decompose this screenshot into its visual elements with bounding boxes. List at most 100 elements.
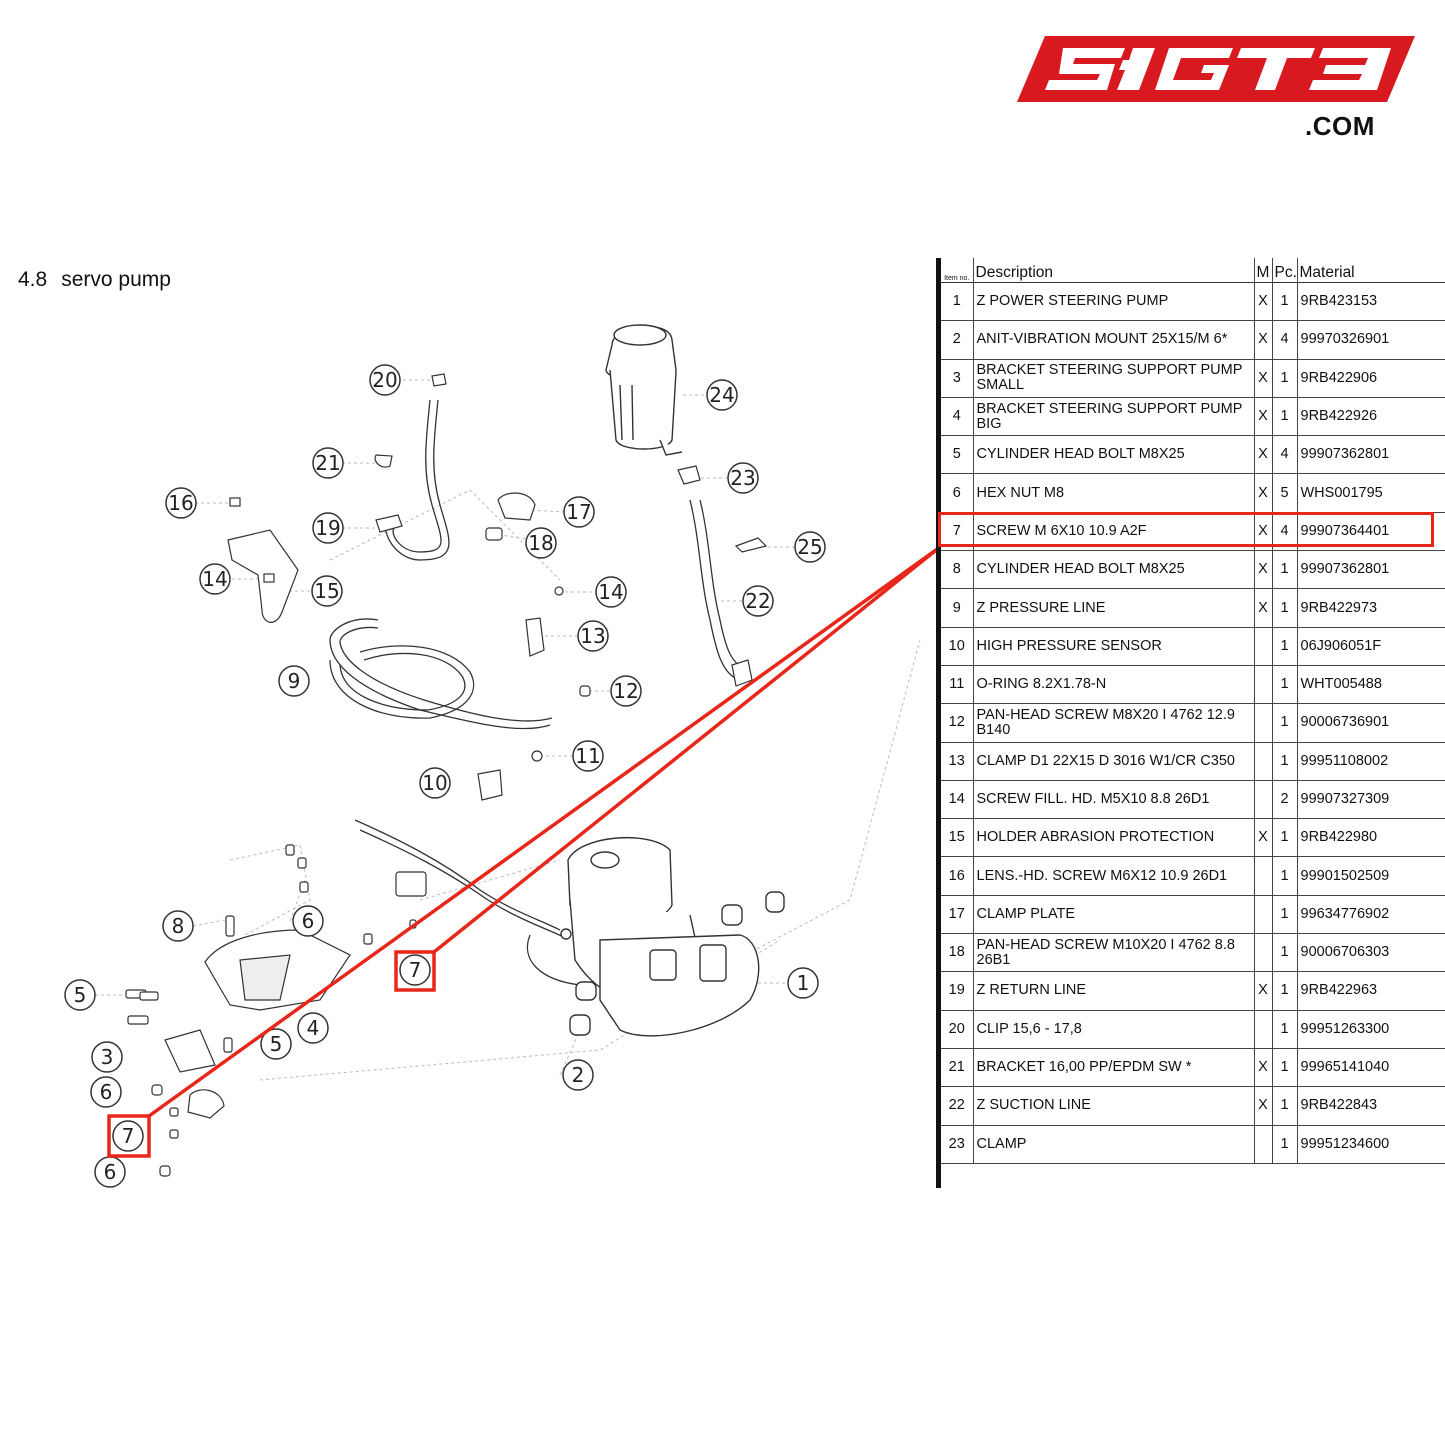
svg-text:1: 1: [797, 971, 810, 995]
table-header-row: Item no. Description M Pc. Material: [941, 258, 1445, 283]
cell-description: Z POWER STEERING PUMP: [973, 282, 1255, 322]
callout-6-upper: 6: [292, 905, 324, 937]
cell-material: 99951234600: [1297, 1125, 1445, 1164]
svg-text:5: 5: [74, 983, 87, 1007]
cell-pc: 1: [1272, 703, 1298, 743]
reservoir: [605, 324, 683, 456]
cell-material: 9RB422843: [1297, 1086, 1445, 1126]
cell-item-no: 22: [941, 1086, 974, 1126]
table-left-rule: [936, 258, 941, 1188]
cell-description: HEX NUT M8: [973, 473, 1255, 513]
cell-item-no: 13: [941, 742, 974, 781]
svg-text:5: 5: [270, 1032, 283, 1056]
cell-pc: 5: [1272, 473, 1298, 513]
cell-material: 99951263300: [1297, 1010, 1445, 1049]
cell-item-no: 21: [941, 1048, 974, 1088]
small-parts: [125, 373, 768, 1177]
cell-item-no: 11: [941, 665, 974, 705]
callout-23: 23: [727, 462, 759, 494]
cell-pc: 2: [1272, 780, 1298, 820]
callout-2: 2: [562, 1059, 594, 1091]
callout-25: 25: [794, 531, 826, 563]
cell-material: 99634776902: [1297, 895, 1445, 935]
cell-m: [1254, 742, 1273, 781]
highlight-line-left: [147, 545, 940, 1118]
cell-material: 06J906051F: [1297, 627, 1445, 666]
cell-item-no: 15: [941, 818, 974, 858]
brand-logo: [1017, 36, 1415, 102]
callout-22: 22: [742, 585, 774, 617]
cell-pc: 1: [1272, 397, 1298, 437]
cell-description: HOLDER ABRASION PROTECTION: [973, 818, 1255, 858]
cell-m: [1254, 780, 1273, 820]
cell-m: [1254, 933, 1273, 973]
cell-description: SCREW FILL. HD. M5X10 8.8 26D1: [973, 780, 1255, 820]
callout-6-lower: 6: [94, 1156, 126, 1188]
cell-material: 90006706303: [1297, 933, 1445, 973]
svg-text:16: 16: [168, 491, 193, 515]
cell-pc: 1: [1272, 933, 1298, 973]
cell-material: 9RB422973: [1297, 588, 1445, 628]
callout-20: 20: [369, 364, 401, 396]
cell-m: X: [1254, 473, 1273, 513]
svg-text:13: 13: [580, 624, 605, 648]
cell-material: 99951108002: [1297, 742, 1445, 781]
cell-description: CLAMP: [973, 1125, 1255, 1164]
svg-text:25: 25: [797, 535, 822, 559]
highlight-box-center: [394, 950, 436, 992]
cell-item-no: 18: [941, 933, 974, 973]
svg-text:19: 19: [315, 516, 340, 540]
cell-pc: 1: [1272, 1086, 1298, 1126]
header-material: Material: [1297, 258, 1445, 283]
cell-m: [1254, 1125, 1273, 1164]
svg-text:23: 23: [730, 466, 755, 490]
cell-description: CYLINDER HEAD BOLT M8X25: [973, 435, 1255, 475]
svg-text:18: 18: [528, 531, 553, 555]
callout-8: 8: [162, 910, 194, 942]
highlight-annotations: [107, 545, 940, 1158]
cell-material: 9RB422963: [1297, 971, 1445, 1011]
cell-m: X: [1254, 588, 1273, 628]
cell-description: ANIT-VIBRATION MOUNT 25X15/M 6*: [973, 320, 1255, 360]
svg-text:6: 6: [104, 1160, 117, 1184]
cell-m: X: [1254, 282, 1273, 322]
svg-text:4: 4: [307, 1016, 320, 1040]
cell-pc: 1: [1272, 818, 1298, 858]
callout-13: 13: [577, 620, 609, 652]
cell-item-no: 20: [941, 1010, 974, 1049]
cell-description: CLAMP D1 22X15 D 3016 W1/CR C350: [973, 742, 1255, 781]
cell-item-no: 2: [941, 320, 974, 360]
cell-material: 99907327309: [1297, 780, 1445, 820]
callout-9: 9: [278, 665, 310, 697]
header-description: Description: [973, 258, 1255, 283]
cell-item-no: 4: [941, 397, 974, 437]
cell-m: [1254, 665, 1273, 705]
cell-item-no: 5: [941, 435, 974, 475]
cell-description: O-RING 8.2X1.78-N: [973, 665, 1255, 705]
cell-m: X: [1254, 320, 1273, 360]
cell-pc: 1: [1272, 550, 1298, 590]
cell-description: PAN-HEAD SCREW M10X20 I 4762 8.8 26B1: [973, 933, 1255, 973]
cell-m: [1254, 627, 1273, 666]
cell-pc: 1: [1272, 1010, 1298, 1049]
cell-material: 99907362801: [1297, 550, 1445, 590]
callout-group: 20 24 21 23 16 17 19 18 25 14 15 22 14 1…: [64, 364, 826, 1188]
cell-m: X: [1254, 397, 1273, 437]
callout-14-upper-left: 14: [199, 563, 231, 595]
header-item-no: Item no.: [941, 258, 974, 283]
svg-text:24: 24: [709, 383, 734, 407]
cell-material: 9RB423153: [1297, 282, 1445, 322]
cell-description: BRACKET 16,00 PP/EPDM SW *: [973, 1048, 1255, 1088]
callout-16: 16: [165, 487, 197, 519]
callout-6-middle: 6: [90, 1076, 122, 1108]
